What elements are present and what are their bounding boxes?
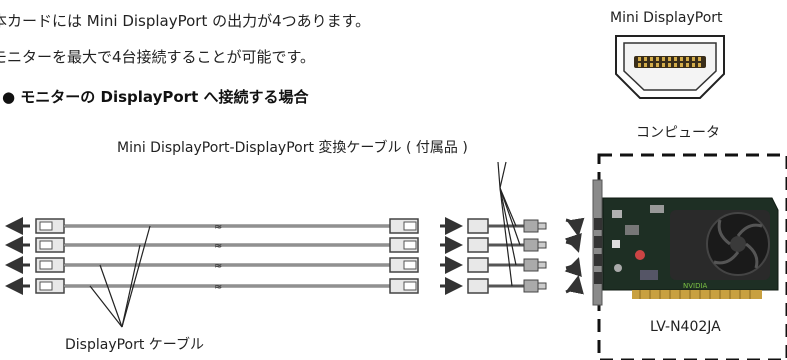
graphics-card-icon: NVIDIA [592,179,779,306]
cable-row-1: ≈ [5,217,585,237]
adapter-callout-lines [497,161,521,287]
adapter-cable-label: Mini DisplayPort-DisplayPort 変換ケーブル ( 付属… [117,140,468,156]
cable-row-3: ≈ [5,256,582,278]
svg-text:≈: ≈ [214,241,222,252]
cable-rows: ≈ ≈ [5,217,585,295]
svg-text:≈: ≈ [214,261,222,272]
intro-line-1: 本カードには Mini DisplayPort の出力が4つあります。 [0,12,371,30]
svg-text:≈: ≈ [214,282,222,293]
card-model-label: LV-N402JA [650,319,721,335]
svg-text:NVIDIA: NVIDIA [683,282,708,290]
cable-callout-lines [89,225,151,328]
cable-row-2: ≈ [5,232,582,254]
mini-displayport-connector-icon [615,35,725,99]
cable-row-4: ≈ [5,275,584,295]
connector-caption: Mini DisplayPort [610,10,723,26]
displayport-cable-label: DisplayPort ケーブル [65,337,204,353]
section-heading: ● モニターの DisplayPort へ接続する場合 [2,88,309,106]
svg-text:≈: ≈ [214,222,222,233]
intro-line-2: モニターを最大で4台接続することが可能です。 [0,48,316,66]
computer-label: コンピュータ [636,125,720,141]
